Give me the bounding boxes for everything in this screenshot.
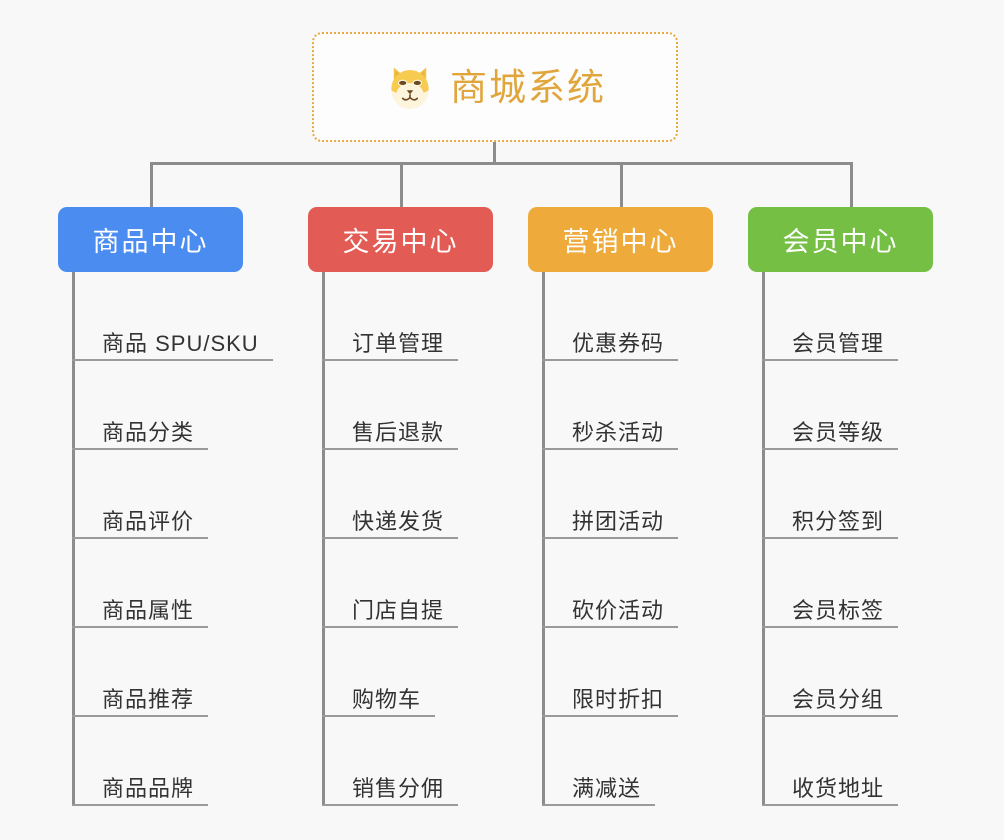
leaf-label: 会员标签 <box>792 598 885 623</box>
root-stem-line <box>493 142 496 164</box>
leaf-label: 会员分组 <box>792 687 885 712</box>
leaf-underline <box>322 804 458 806</box>
branch-drop-line-1 <box>400 162 403 207</box>
leaf-item[interactable]: 拼团活动 <box>542 450 678 539</box>
leaf-underline <box>762 715 898 717</box>
leaf-label: 会员等级 <box>792 420 885 445</box>
leaf-underline <box>72 626 208 628</box>
branch-box-1[interactable]: 交易中心 <box>308 207 493 272</box>
leaf-label: 销售分佣 <box>352 776 445 801</box>
leaf-underline <box>322 537 458 539</box>
leaf-item[interactable]: 积分签到 <box>762 450 898 539</box>
leaf-underline <box>72 448 208 450</box>
leaf-label: 售后退款 <box>352 420 445 445</box>
leaf-spine-2 <box>542 272 545 806</box>
leaf-label: 商品分类 <box>102 420 195 445</box>
leaf-item[interactable]: 限时折扣 <box>542 628 678 717</box>
leaf-label: 商品推荐 <box>102 687 195 712</box>
leaf-label: 限时折扣 <box>572 687 665 712</box>
leaf-item[interactable]: 秒杀活动 <box>542 361 678 450</box>
leaf-underline <box>322 626 458 628</box>
leaf-column-1: 订单管理 售后退款 快递发货 门店自提 购物车 销售分佣 <box>322 272 458 806</box>
leaf-underline <box>72 804 208 806</box>
leaf-underline <box>762 804 898 806</box>
leaf-column-3: 会员管理 会员等级 积分签到 会员标签 会员分组 收货地址 <box>762 272 898 806</box>
leaf-item[interactable]: 优惠券码 <box>542 272 678 361</box>
leaf-item[interactable]: 商品评价 <box>72 450 273 539</box>
root-node-mall-system[interactable]: 商城系统 <box>312 32 678 142</box>
leaf-underline <box>542 448 678 450</box>
leaf-item[interactable]: 砍价活动 <box>542 539 678 628</box>
leaf-underline <box>322 448 458 450</box>
leaf-underline <box>542 359 678 361</box>
leaf-item[interactable]: 商品 SPU/SKU <box>72 272 273 361</box>
leaf-underline <box>542 715 678 717</box>
leaf-item[interactable]: 售后退款 <box>322 361 458 450</box>
leaf-label: 积分签到 <box>792 509 885 534</box>
branch-drop-line-3 <box>850 162 853 207</box>
leaf-item[interactable]: 收货地址 <box>762 717 898 806</box>
branch-box-0[interactable]: 商品中心 <box>58 207 243 272</box>
branch-label-3: 会员中心 <box>782 227 899 257</box>
leaf-spine-3 <box>762 272 765 806</box>
leaf-underline <box>542 626 678 628</box>
dog-face-icon <box>391 67 429 109</box>
leaf-label: 商品评价 <box>102 509 195 534</box>
branch-drop-line-2 <box>620 162 623 207</box>
leaf-label: 商品属性 <box>102 598 195 623</box>
leaf-label: 门店自提 <box>352 598 445 623</box>
leaf-label: 拼团活动 <box>572 509 665 534</box>
leaf-spine-0 <box>72 272 75 806</box>
leaf-label: 秒杀活动 <box>572 420 665 445</box>
leaf-underline <box>762 537 898 539</box>
leaf-column-2: 优惠券码 秒杀活动 拼团活动 砍价活动 限时折扣 满减送 <box>542 272 678 806</box>
leaf-item[interactable]: 订单管理 <box>322 272 458 361</box>
leaf-item[interactable]: 满减送 <box>542 717 678 806</box>
root-title: 商城系统 <box>450 66 606 108</box>
leaf-underline <box>762 359 898 361</box>
leaf-label: 会员管理 <box>792 331 885 356</box>
leaf-label: 订单管理 <box>352 331 445 356</box>
leaf-label: 满减送 <box>572 776 642 801</box>
leaf-label: 商品品牌 <box>102 776 195 801</box>
branch-box-2[interactable]: 营销中心 <box>528 207 713 272</box>
leaf-item[interactable]: 商品品牌 <box>72 717 273 806</box>
leaf-underline <box>322 715 435 717</box>
branch-label-0: 商品中心 <box>92 227 209 257</box>
leaf-underline <box>762 626 898 628</box>
branch-drop-line-0 <box>150 162 153 207</box>
leaf-label: 优惠券码 <box>572 331 665 356</box>
leaf-underline <box>322 359 458 361</box>
leaf-column-0: 商品 SPU/SKU 商品分类 商品评价 商品属性 商品推荐 商品品牌 <box>72 272 273 806</box>
leaf-underline <box>72 359 273 361</box>
leaf-item[interactable]: 商品属性 <box>72 539 273 628</box>
leaf-item[interactable]: 商品推荐 <box>72 628 273 717</box>
leaf-item[interactable]: 会员等级 <box>762 361 898 450</box>
leaf-label: 快递发货 <box>352 509 445 534</box>
leaf-underline <box>762 448 898 450</box>
branch-label-1: 交易中心 <box>342 227 459 257</box>
leaf-underline <box>542 804 655 806</box>
leaf-spine-1 <box>322 272 325 806</box>
leaf-item[interactable]: 快递发货 <box>322 450 458 539</box>
leaf-underline <box>72 715 208 717</box>
leaf-label: 商品 SPU/SKU <box>102 331 259 356</box>
leaf-item[interactable]: 会员分组 <box>762 628 898 717</box>
leaf-underline <box>72 537 208 539</box>
leaf-item[interactable]: 购物车 <box>322 628 458 717</box>
leaf-item[interactable]: 商品分类 <box>72 361 273 450</box>
branch-box-3[interactable]: 会员中心 <box>748 207 933 272</box>
leaf-item[interactable]: 销售分佣 <box>322 717 458 806</box>
leaf-item[interactable]: 会员标签 <box>762 539 898 628</box>
leaf-label: 砍价活动 <box>572 598 665 623</box>
leaf-item[interactable]: 门店自提 <box>322 539 458 628</box>
branch-label-2: 营销中心 <box>562 227 679 257</box>
leaf-underline <box>542 537 678 539</box>
leaf-label: 收货地址 <box>792 776 885 801</box>
leaf-item[interactable]: 会员管理 <box>762 272 898 361</box>
branch-bus-line <box>150 162 853 165</box>
leaf-label: 购物车 <box>352 687 422 712</box>
